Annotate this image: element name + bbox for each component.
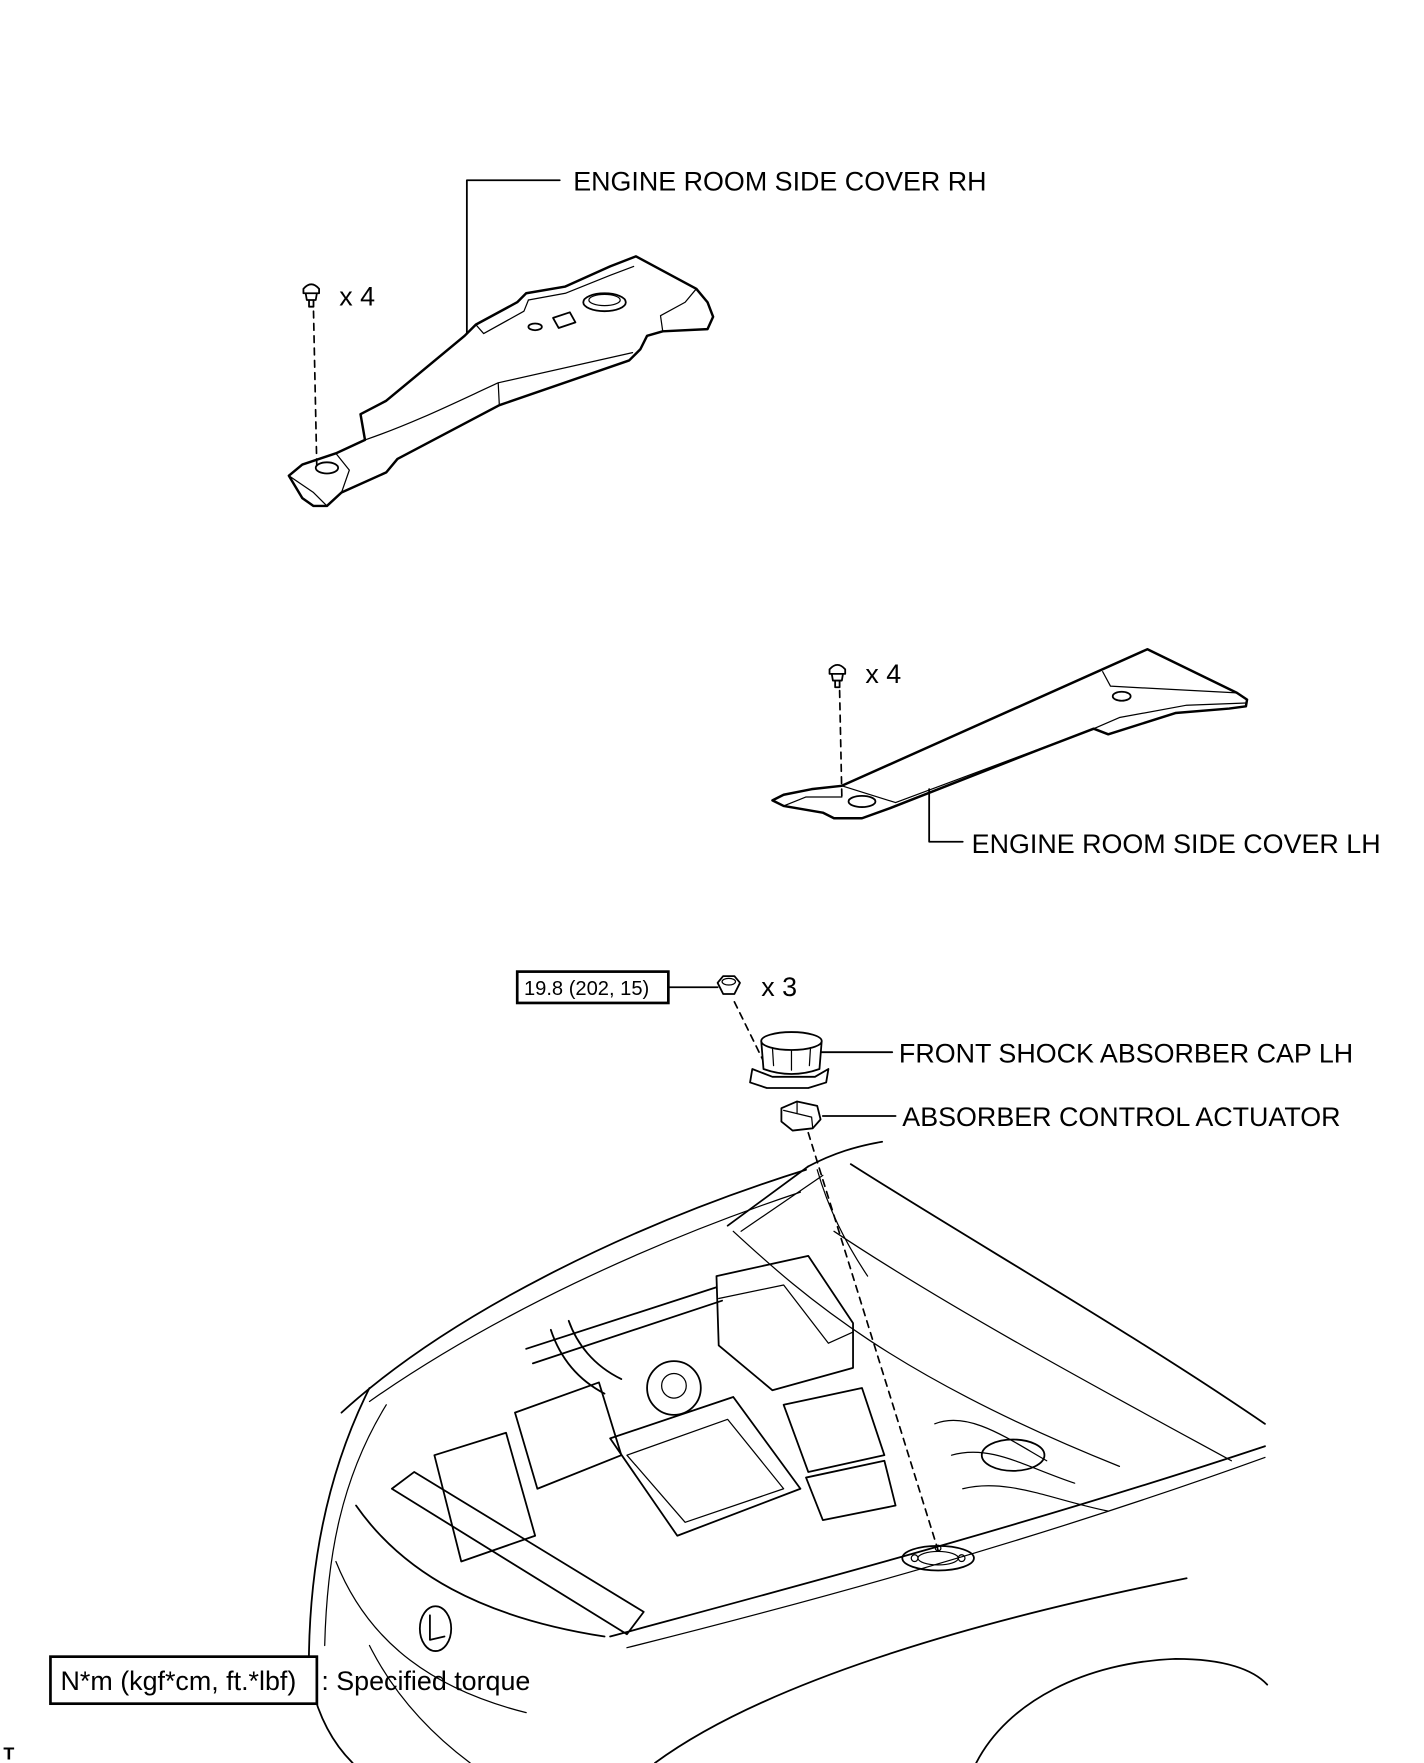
nut-quantity: x 3 [761,972,797,1002]
lh-cover-label: ENGINE ROOM SIDE COVER LH [972,829,1381,859]
strut-bolt-hole-right [957,1554,966,1563]
coolant-reservoir-cap [661,1372,687,1399]
legend-torque-description: : Specified torque [321,1666,530,1696]
rh-cover-fold-line [364,351,634,441]
rh-clip-dashed-line [312,310,318,471]
legend-torque-unit: N*m (kgf*cm, ft.*lbf) [61,1666,297,1696]
strut-tower-hole [917,1550,959,1566]
grille-line [368,1644,471,1763]
intake-duct [549,1319,623,1395]
bumper-upper-line [654,1577,1188,1763]
fuse-box [514,1381,623,1490]
headlight-lower-line [335,1560,527,1714]
absorber-control-actuator [780,1100,822,1132]
actuator-dashed-line [807,1131,939,1552]
battery-box [433,1431,537,1563]
rh-cover-tab-hole [314,461,340,475]
shock-cap-flange [749,1068,830,1089]
torque-spec-box [515,970,670,1005]
relay-box [805,1459,897,1521]
actuator-body [780,1100,822,1132]
actuator-detail [783,1100,814,1129]
torque-spec-value: 19.8 (202, 15) [524,978,649,1000]
rh-cover-rib [475,299,530,335]
right-side-hoses [934,1419,1109,1512]
rh-cover-small-hole [527,322,543,332]
lexus-logo-oval [418,1605,453,1652]
corner-mark: T [3,1744,14,1763]
lh-cover-clip-hole [847,794,877,808]
front-shock-absorber-cap [749,1031,830,1089]
shock-cap-label: FRONT SHOCK ABSORBER CAP LH [899,1038,1353,1068]
rh-cover-tab-crease [335,452,350,494]
rh-cover-step-line [497,382,500,406]
cowl-upper-line [340,1168,807,1414]
rh-cover-large-hole-rim [588,293,621,307]
rh-cover-outline [287,255,715,508]
air-cleaner-box-detail [718,1284,854,1344]
right-fender-top-line [849,1163,1266,1425]
shock-cap-top [760,1031,823,1051]
rh-cover-top-edge [527,265,635,301]
coolant-reservoir [646,1360,702,1416]
wheel-arch-line [975,1658,1269,1763]
lh-cover-leader-line [928,788,964,843]
headlight-upper-line [355,1504,606,1638]
rh-cover-end-flange [659,288,697,332]
left-fender-inner-line [324,1404,387,1647]
washer-tank [980,1438,1046,1472]
cowl-wiring-line [732,1230,1121,1467]
engine-cover-detail [626,1418,785,1523]
lh-cover-crease [841,728,1095,804]
lh-clip [828,664,847,689]
engine-cover [609,1396,802,1537]
hood-front-edge-inner [626,1456,1266,1649]
rh-clip-quantity: x 4 [339,282,375,312]
shock-cap-ribs [771,1047,812,1071]
cowl-lower-line [368,1191,802,1403]
lh-clip-icon [828,664,847,689]
nut-top-face [721,977,737,986]
nut-dashed-line [733,1000,765,1062]
rh-cover-tab-edge [288,475,328,507]
hood-left-edge-inner [740,1174,824,1232]
lh-cover-top-face-line [1102,671,1238,694]
lh-clip-quantity: x 4 [865,659,901,689]
engine-room-side-cover-rh [287,255,715,508]
rh-cover-label: ENGINE ROOM SIDE COVER RH [573,166,986,196]
radiator-support-bar [390,1471,645,1636]
lh-clip-dashed-line [838,689,843,798]
rh-cover-large-hole [582,292,627,313]
nut [716,975,741,995]
strut-bolt-hole-left [910,1554,919,1563]
lh-cover-hole [1111,690,1132,702]
upper-crossbar [525,1286,723,1365]
rh-cover-square-hole [552,311,577,329]
air-cleaner-box [715,1255,854,1392]
hood-top-edge [807,1140,884,1168]
lexus-logo [418,1605,453,1652]
hood-left-edge [726,1165,810,1227]
ecu-box [782,1387,886,1473]
vehicle-engine-room [307,1140,1269,1763]
strut-bolt-hole-rear [934,1544,942,1552]
lh-cover-rib [1093,702,1247,730]
legend-torque-box [49,1655,319,1706]
lexus-logo-letter [429,1614,446,1641]
strut-tower [901,1544,975,1572]
engine-room-side-cover-lh [771,648,1249,820]
rh-clip [302,283,320,308]
left-fender-outer-line [307,1387,371,1686]
actuator-label: ABSORBER CONTROL ACTUATOR [902,1102,1340,1132]
rh-clip-icon [302,283,320,308]
hood-stay-line [816,1169,869,1277]
hood-front-edge [609,1445,1266,1638]
right-fender-inner-line [833,1230,1233,1462]
lh-cover-tab-edge [783,796,843,807]
rh-cover-leader-line [465,179,561,335]
